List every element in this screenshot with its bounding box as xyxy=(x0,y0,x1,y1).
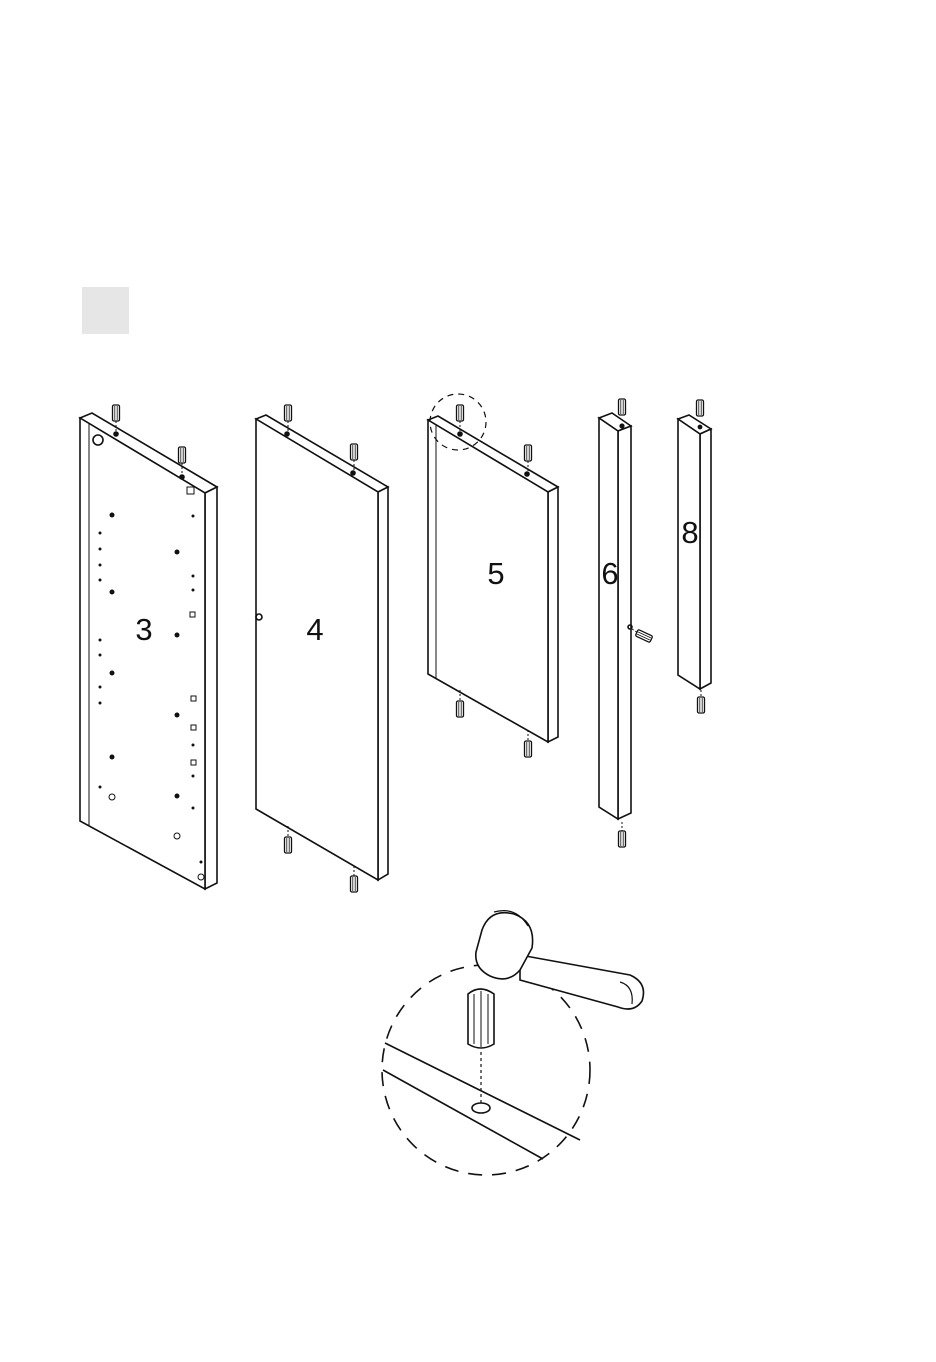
dowel-icon xyxy=(468,989,494,1048)
panel-5-label: 5 xyxy=(487,556,504,591)
detail-view xyxy=(382,911,644,1175)
panel-3 xyxy=(80,405,217,889)
panel-3-label: 3 xyxy=(135,612,152,647)
panel-8 xyxy=(678,400,711,713)
panel-6 xyxy=(599,399,653,847)
panel-4 xyxy=(256,405,388,892)
panel-6-label: 6 xyxy=(601,556,618,591)
panel-8-label: 8 xyxy=(681,515,698,550)
mallet-icon xyxy=(476,911,644,1009)
panel-4-label: 4 xyxy=(306,612,323,647)
